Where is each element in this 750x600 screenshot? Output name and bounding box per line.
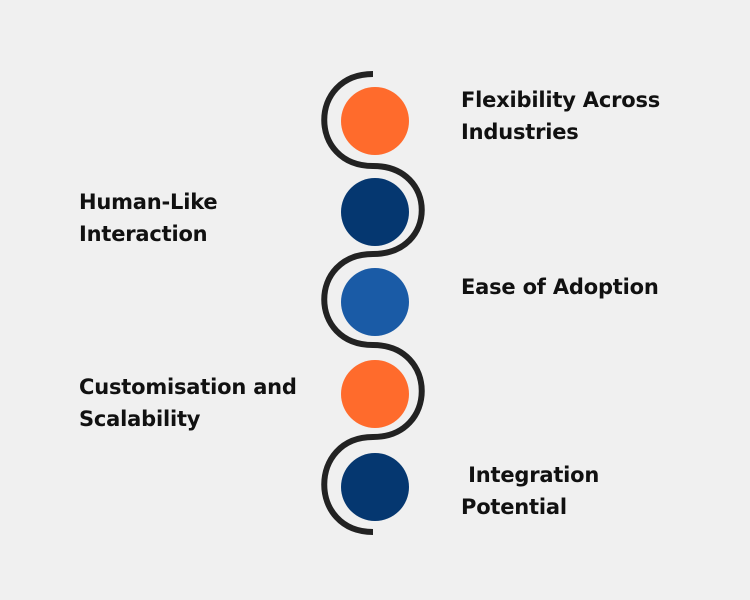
step-3-label-line-1: Ease of Adoption: [461, 275, 659, 299]
step-1-circle: [341, 87, 409, 155]
step-4-label-line-2: Scalability: [79, 407, 201, 431]
wave-connector: [321, 71, 425, 535]
step-2-label: Human-Like Interaction: [79, 186, 218, 250]
step-3-circle: [341, 268, 409, 336]
step-5-label-line-1: Integration: [461, 463, 600, 487]
step-5-label-line-2: Potential: [461, 495, 567, 519]
step-5-circle: [341, 453, 409, 521]
step-5-label: Integration Potential: [461, 459, 599, 523]
step-4-label: Customisation and Scalability: [79, 371, 297, 435]
step-1-label: Flexibility Across Industries: [461, 84, 660, 148]
step-2-label-line-1: Human-Like: [79, 190, 218, 214]
step-1-label-line-2: Industries: [461, 120, 579, 144]
step-3-label: Ease of Adoption: [461, 271, 659, 303]
step-2-label-line-2: Interaction: [79, 222, 208, 246]
step-1-label-line-1: Flexibility Across: [461, 88, 661, 112]
step-4-circle: [341, 360, 409, 428]
step-4-label-line-1: Customisation and: [79, 375, 297, 399]
step-2-circle: [341, 178, 409, 246]
